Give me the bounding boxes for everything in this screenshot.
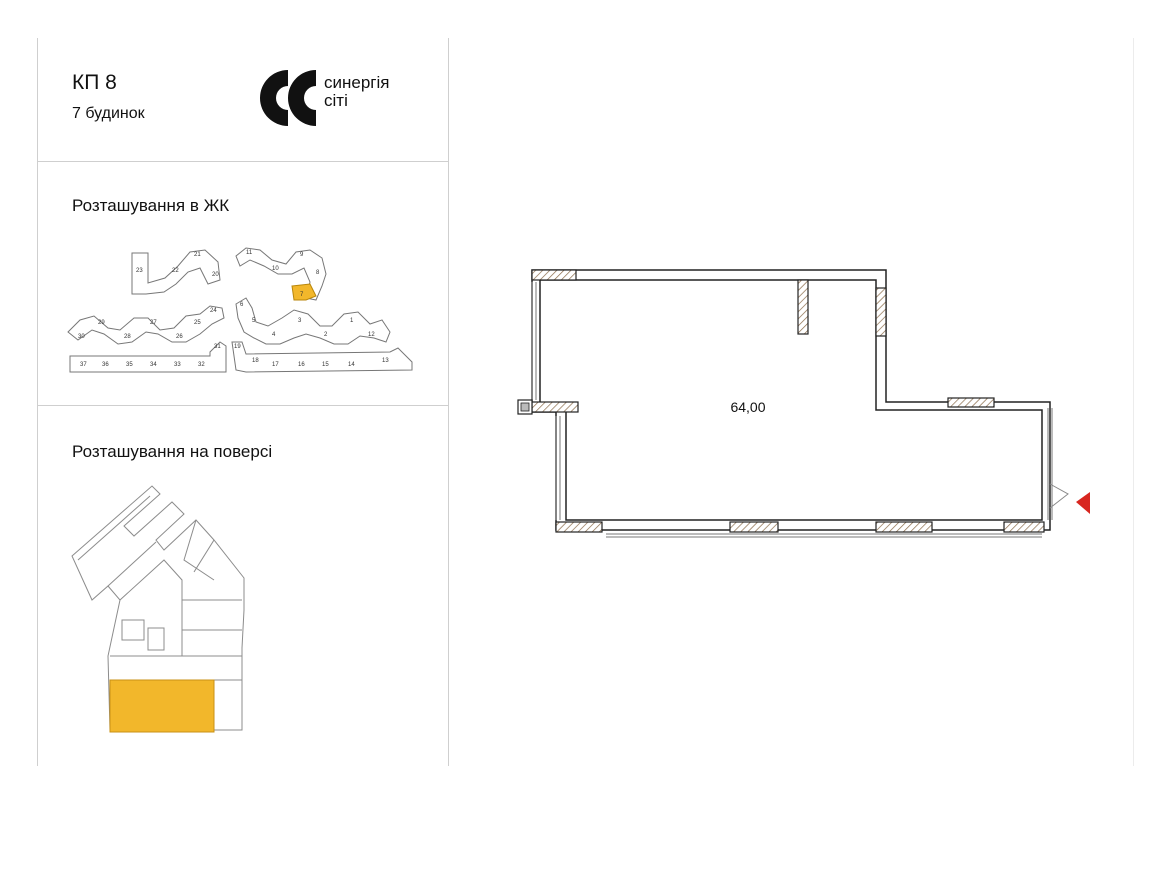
entrance-marker-icon	[1076, 492, 1090, 514]
right-panel-border	[1133, 38, 1134, 766]
wall-segments	[531, 269, 1045, 533]
building-label: 19	[234, 344, 241, 350]
building-label: 18	[252, 358, 259, 364]
building-label: 33	[174, 362, 181, 368]
unit-title: КП 8	[72, 71, 117, 94]
building-label: 36	[102, 362, 109, 368]
building-label: 13	[382, 358, 389, 364]
highlighted-building-7	[291, 283, 317, 301]
building-label: 25	[194, 320, 201, 326]
brand-line-2: сіті	[324, 91, 348, 110]
building-label: 27	[150, 320, 157, 326]
brand-line-1: синергія	[324, 73, 390, 92]
highlighted-unit	[110, 680, 214, 732]
building-label: 16	[298, 362, 305, 368]
building-label: 26	[176, 334, 183, 340]
building-label: 4	[272, 332, 276, 338]
building-label: 14	[348, 362, 355, 368]
building-label: 10	[272, 266, 279, 272]
building-label: 34	[150, 362, 157, 368]
complex-location-heading: Розташування в ЖК	[72, 196, 230, 215]
building-label: 24	[210, 308, 217, 314]
building-label: 17	[272, 362, 279, 368]
building-label: 28	[124, 334, 131, 340]
building-label: 9	[300, 252, 304, 258]
left-panel-border	[37, 38, 38, 766]
building-label: 3	[298, 318, 302, 324]
unit-floor-plan: 64,00	[517, 269, 1090, 538]
building-label: 37	[80, 362, 87, 368]
building-label: 35	[126, 362, 133, 368]
building-label: 1	[350, 318, 354, 324]
building-label: 7	[300, 292, 304, 298]
building-number: 7 будинок	[72, 105, 145, 122]
building-label: 5	[252, 318, 256, 324]
building-label: 21	[194, 252, 201, 258]
building-label: 6	[240, 302, 244, 308]
brand-name: синергія сіті	[324, 74, 389, 110]
building-label: 8	[316, 270, 320, 276]
panel-divider	[448, 38, 449, 766]
building-label: 22	[172, 268, 179, 274]
building-label: 30	[78, 334, 85, 340]
complex-site-map: 23 22 21 20 11 10 9 8 7 29 28 27 26 25 2…	[67, 247, 413, 373]
building-label: 31	[214, 344, 221, 350]
building-label: 2	[324, 332, 328, 338]
unit-area-label: 64,00	[730, 399, 765, 415]
brand-logo-icon	[260, 70, 316, 126]
building-label: 12	[368, 332, 375, 338]
building-label: 15	[322, 362, 329, 368]
building-label: 11	[246, 250, 253, 256]
building-label: 32	[198, 362, 205, 368]
header-divider	[37, 161, 448, 162]
building-label: 29	[98, 320, 105, 326]
floor-layout-map	[71, 485, 245, 733]
section-divider	[37, 405, 448, 406]
floor-location-heading: Розташування на поверсі	[72, 442, 273, 461]
building-label: 20	[212, 272, 219, 278]
building-label: 23	[136, 268, 143, 274]
